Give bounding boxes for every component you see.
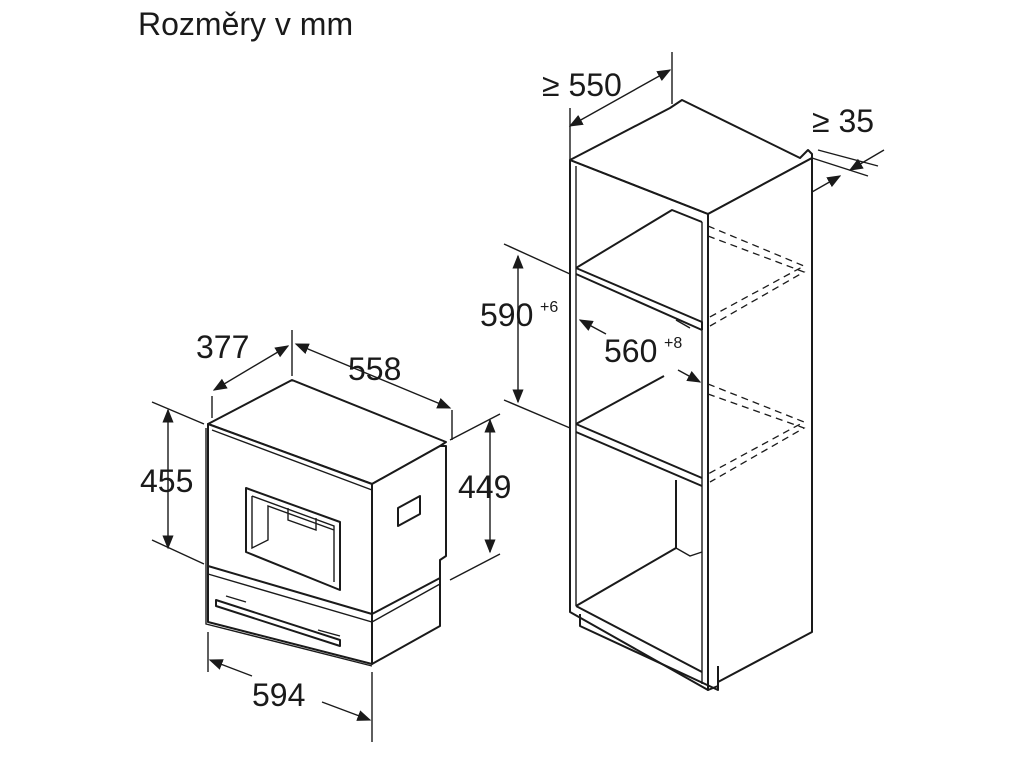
dim-label-niche-height: 590 bbox=[480, 297, 533, 333]
upper-shelf-projection bbox=[707, 225, 806, 327]
ext-line bbox=[151, 539, 205, 565]
dim-line bbox=[294, 343, 452, 409]
bottom-shelf bbox=[575, 480, 703, 673]
ext-line bbox=[811, 157, 869, 177]
lower-shelf-projection bbox=[707, 383, 806, 483]
appliance-front bbox=[207, 423, 373, 665]
dim-niche-width: 560 +8 bbox=[578, 319, 702, 383]
dim-line bbox=[677, 369, 702, 383]
dim-label-appliance-depth-total: 558 bbox=[348, 351, 401, 387]
dim-appliance-depth: 377 bbox=[196, 329, 293, 418]
appliance-bezel bbox=[205, 428, 373, 667]
dim-tol-niche-height: +6 bbox=[540, 299, 558, 316]
outlet-recess bbox=[245, 487, 341, 591]
ext-line bbox=[503, 399, 571, 429]
outlet-recess-inner bbox=[251, 495, 335, 582]
dim-appliance-height-back: 449 bbox=[449, 413, 511, 581]
dim-line bbox=[212, 345, 290, 391]
tall-cabinet bbox=[569, 99, 813, 691]
upper-shelf bbox=[575, 209, 703, 331]
dim-cabinet-gap: ≥ 35 bbox=[811, 103, 885, 193]
dim-cabinet-width: ≥ 550 bbox=[542, 52, 673, 160]
dim-tol-niche-width: +8 bbox=[664, 335, 682, 352]
cabinet-front bbox=[569, 159, 709, 691]
dim-label-appliance-height-back: 449 bbox=[458, 469, 511, 505]
cabinet-plinth bbox=[579, 614, 719, 691]
dim-line bbox=[568, 69, 672, 127]
dim-label-cabinet-gap: ≥ 35 bbox=[812, 103, 874, 139]
drawer-divider-2 bbox=[207, 573, 441, 623]
ext-line bbox=[151, 401, 205, 425]
dim-label-niche-width: 560 bbox=[604, 333, 657, 369]
ext-line bbox=[449, 553, 501, 581]
niche-notch bbox=[675, 319, 703, 557]
side-grip bbox=[397, 495, 421, 527]
coffee-spout bbox=[287, 508, 317, 531]
dim-label-appliance-depth: 377 bbox=[196, 329, 249, 365]
drawer-handle-ends bbox=[225, 595, 341, 637]
cabinet-side bbox=[707, 157, 813, 691]
coffee-machine bbox=[205, 379, 447, 667]
dim-label-cabinet-width: ≥ 550 bbox=[542, 67, 622, 103]
dim-line bbox=[578, 319, 607, 335]
appliance-side bbox=[371, 445, 447, 665]
dim-line bbox=[321, 701, 372, 721]
middle-shelf bbox=[575, 375, 703, 487]
cabinet-frame-inner bbox=[575, 166, 703, 684]
dim-line bbox=[811, 175, 842, 193]
page-title: Rozměry v mm bbox=[138, 6, 354, 42]
ext-line bbox=[503, 243, 571, 275]
dim-appliance-depth-total: 558 bbox=[294, 343, 453, 440]
dim-line bbox=[208, 659, 253, 677]
drawer-divider bbox=[207, 565, 441, 615]
dim-line bbox=[848, 149, 885, 171]
dim-appliance-width: 594 bbox=[207, 632, 373, 742]
dim-niche-height: 590 +6 bbox=[480, 243, 571, 429]
dim-label-appliance-height: 455 bbox=[140, 463, 193, 499]
dim-label-appliance-width: 594 bbox=[252, 677, 305, 713]
ext-line bbox=[817, 149, 879, 167]
drawer-handle bbox=[215, 599, 341, 647]
dim-appliance-height: 455 bbox=[140, 401, 205, 565]
ext-line bbox=[449, 413, 501, 441]
